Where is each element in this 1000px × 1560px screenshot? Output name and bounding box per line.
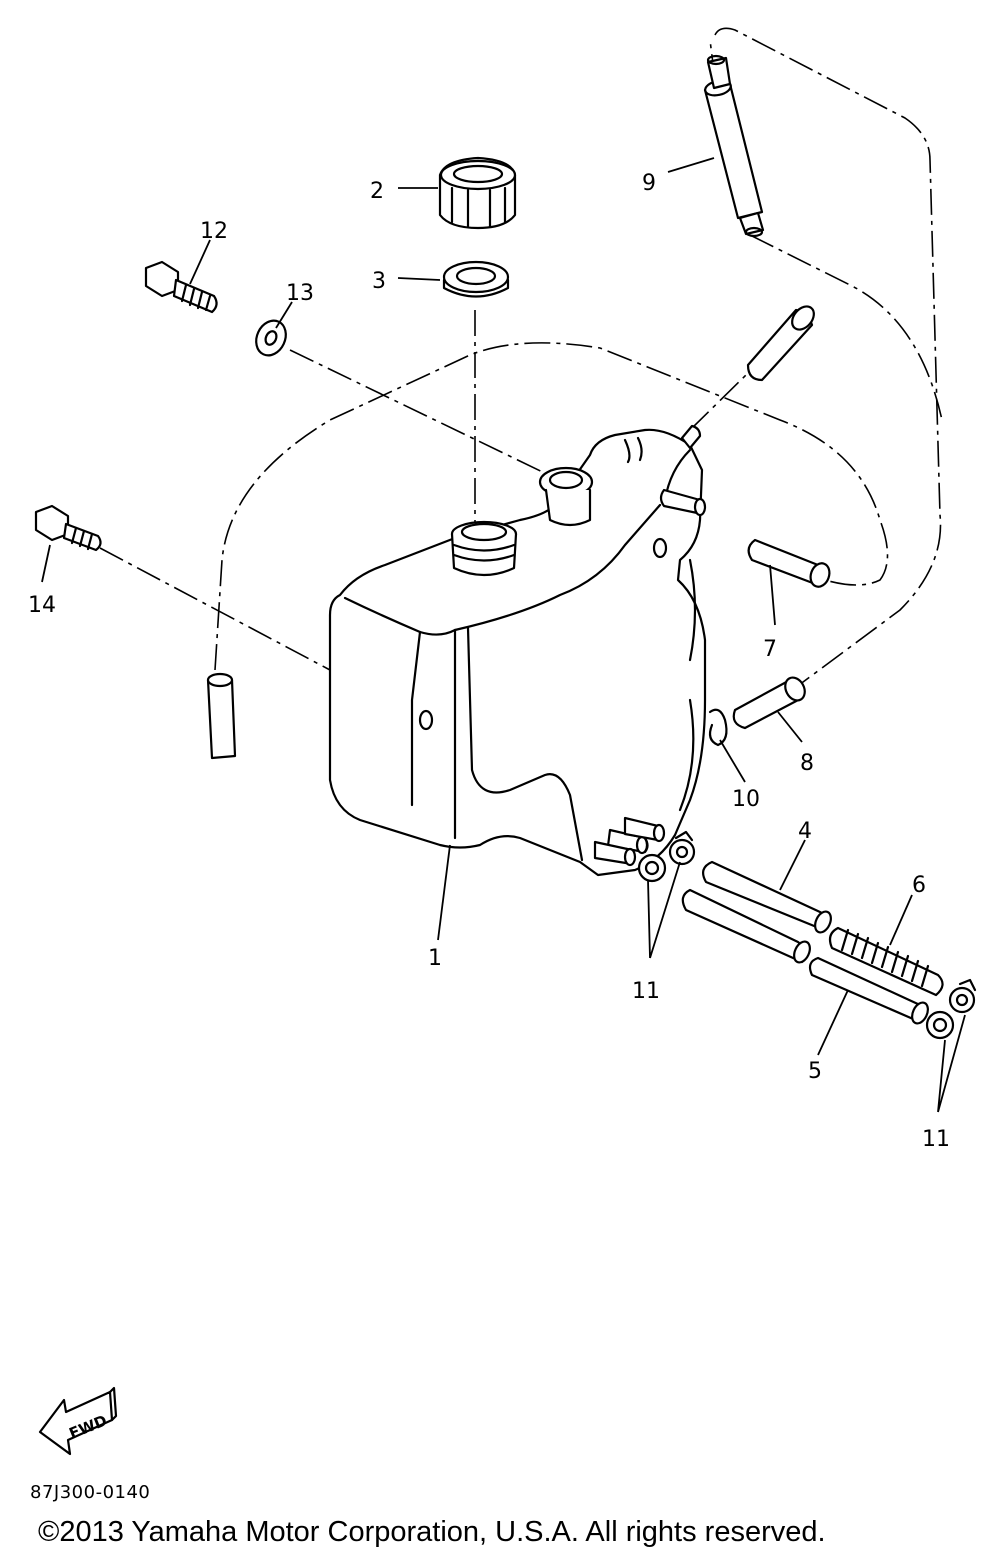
- hose-short-top: [746, 305, 815, 382]
- callout-6: 6: [912, 873, 926, 898]
- copyright-notice: ©2013 Yamaha Motor Corporation, U.S.A. A…: [38, 1516, 826, 1548]
- clamps-11-left: [637, 830, 696, 883]
- callout-2: 2: [370, 179, 384, 204]
- hose-left: [206, 672, 237, 760]
- fwd-arrow-icon: FWD: [38, 1386, 118, 1456]
- cap-gasket: [442, 260, 510, 298]
- callout-11-right: 11: [922, 1127, 950, 1152]
- leader-lines: [41, 157, 966, 1113]
- callout-13: 13: [286, 281, 314, 306]
- callout-10: 10: [732, 787, 760, 812]
- bolt-12: [144, 260, 218, 314]
- clamps-11-right: [925, 978, 977, 1040]
- callouts: 1 2 3 4 5 6 7 8 9 10 11 11 12 13 14: [28, 171, 950, 1152]
- callout-7: 7: [763, 637, 777, 662]
- callout-14: 14: [28, 593, 56, 618]
- tank-cap: [438, 156, 517, 230]
- callout-4: 4: [798, 819, 812, 844]
- callout-1: 1: [428, 946, 442, 971]
- callout-12: 12: [200, 219, 228, 244]
- callout-5: 5: [808, 1059, 822, 1084]
- hose-7: [747, 538, 831, 588]
- callout-8: 8: [800, 751, 814, 776]
- washer-13: [255, 319, 287, 357]
- drawing-code: 87J300-0140: [30, 1482, 151, 1503]
- hose-4: [681, 860, 832, 964]
- bolt-14: [34, 504, 102, 552]
- hose-9: [703, 54, 765, 238]
- hose-5: [808, 956, 929, 1025]
- callout-3: 3: [372, 269, 386, 294]
- spring-6: [828, 926, 944, 997]
- callout-9: 9: [642, 171, 656, 196]
- callout-11-left: 11: [632, 979, 660, 1004]
- hose-8: [732, 676, 806, 730]
- clip-10: [708, 708, 728, 747]
- oil-tank: [328, 424, 707, 877]
